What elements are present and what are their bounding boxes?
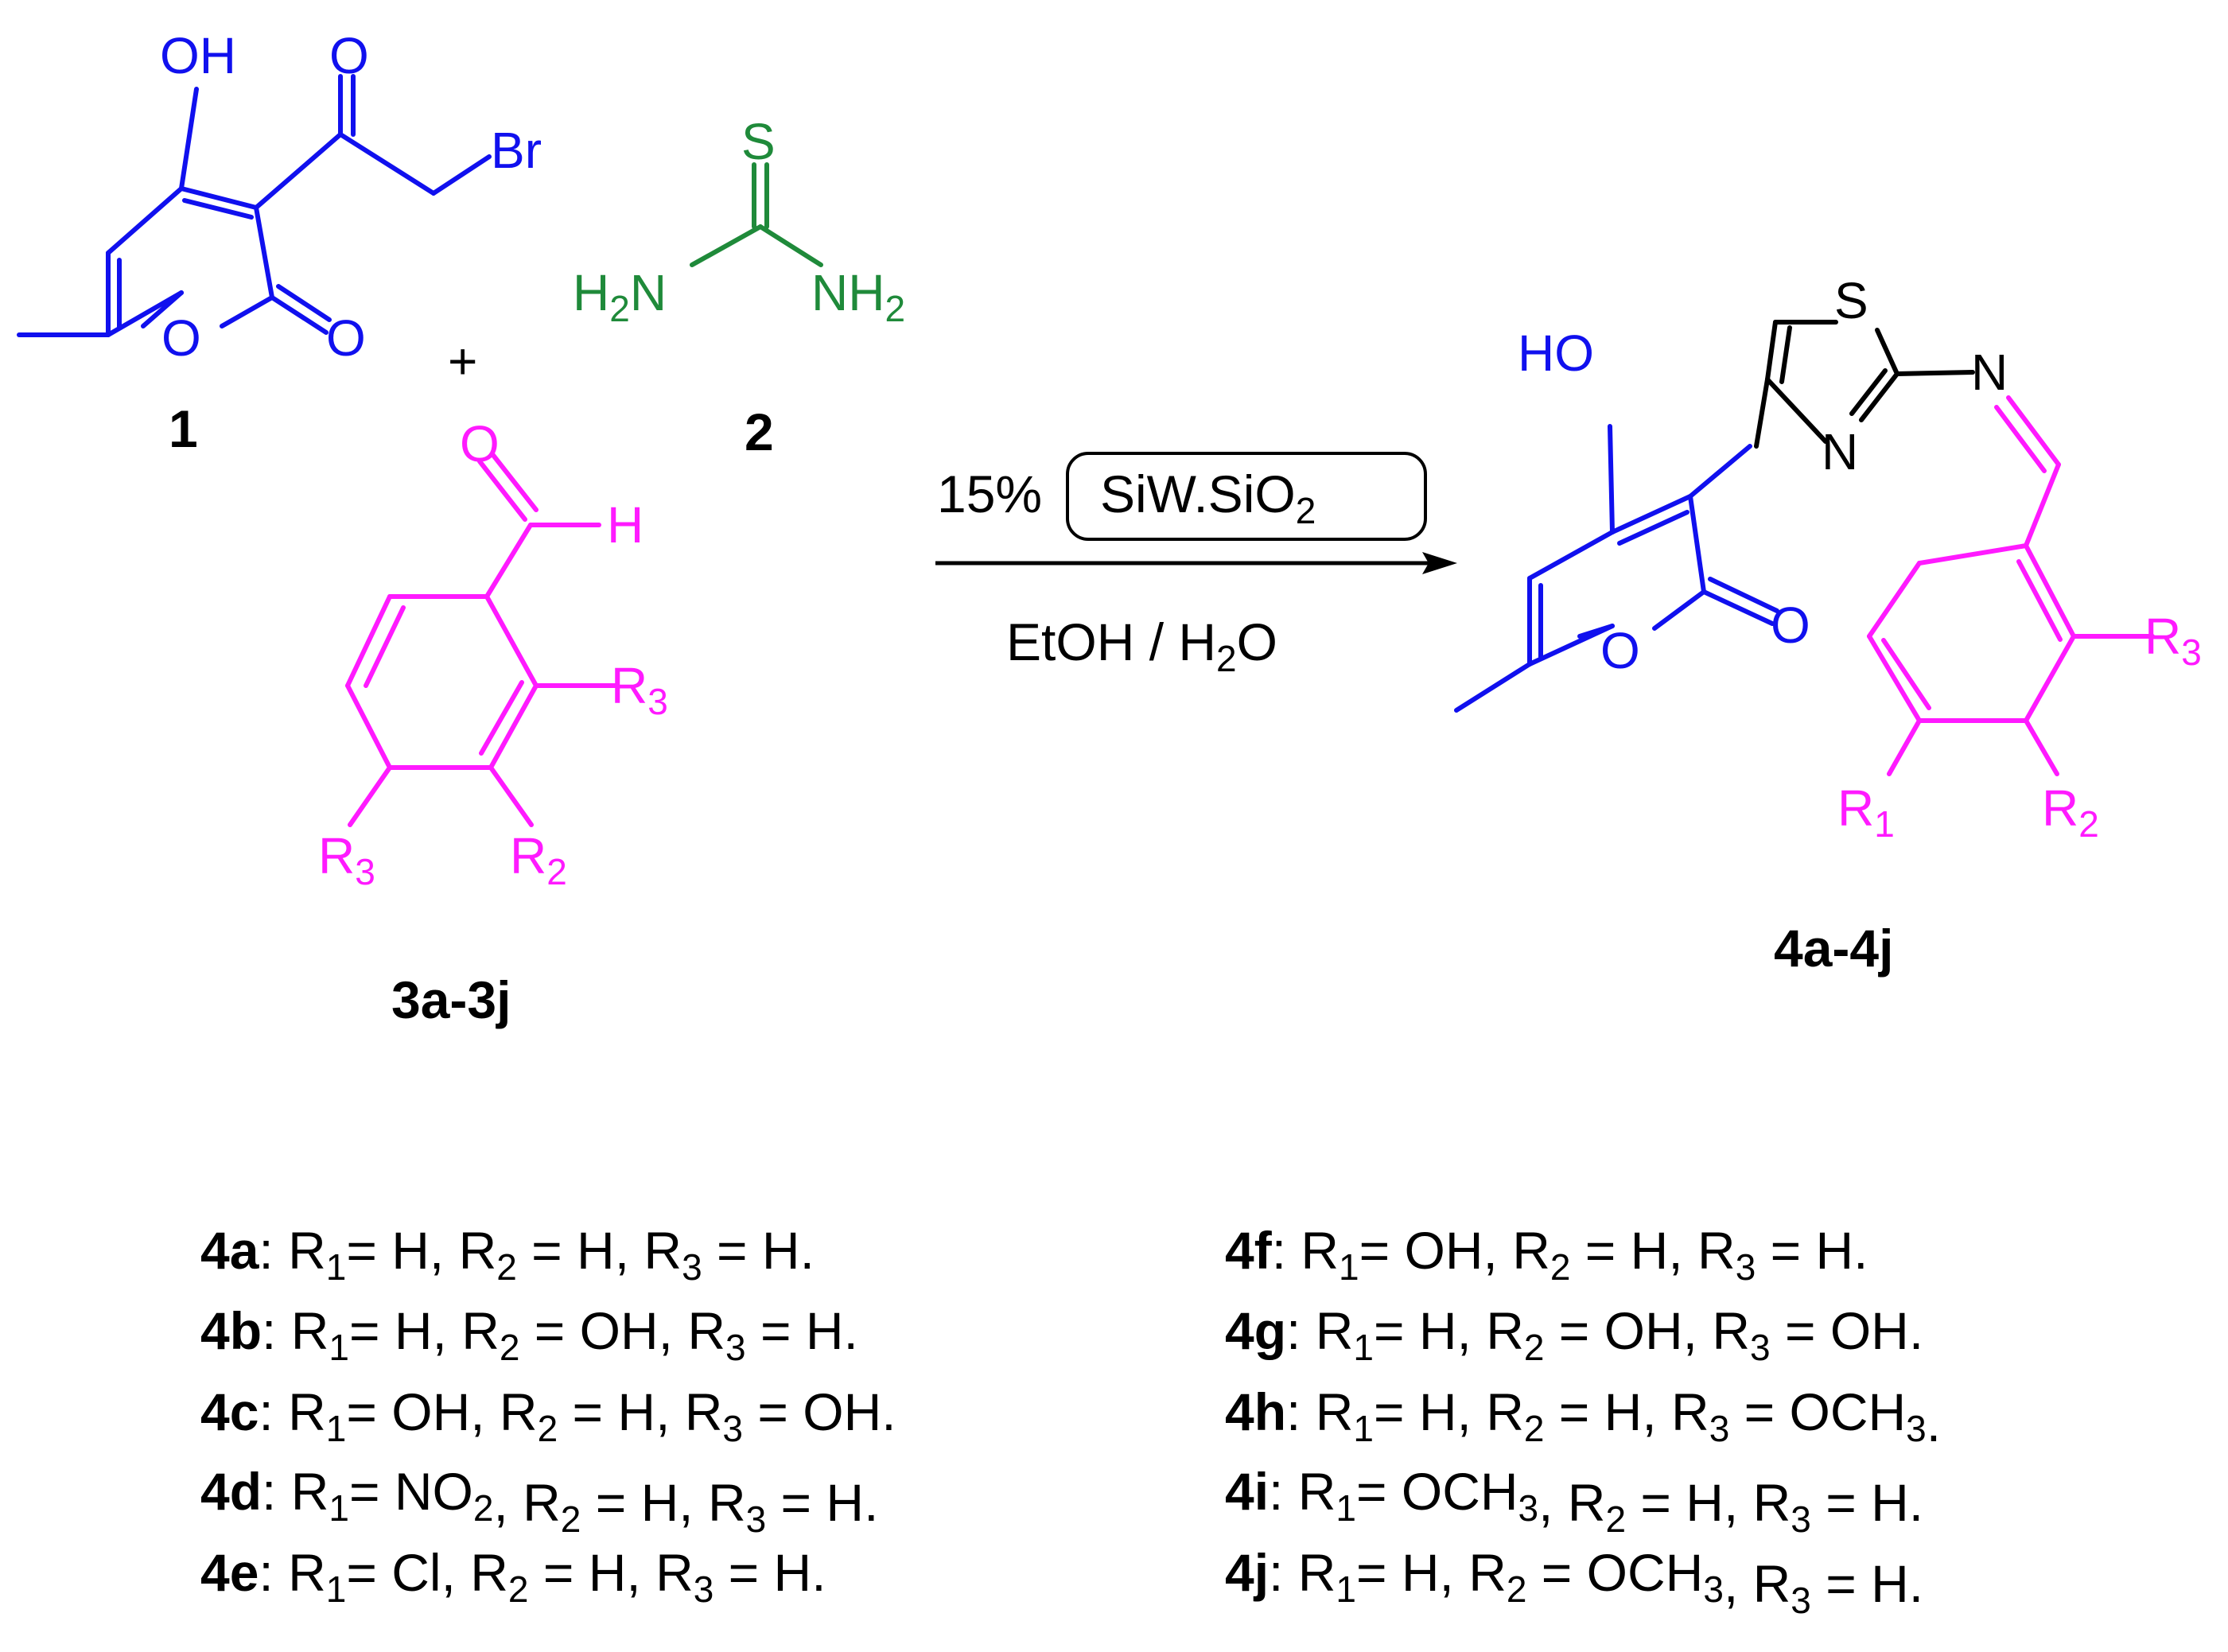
- legend-r2-value: = H: [1570, 1221, 1668, 1280]
- compound-2-label: 2: [745, 402, 774, 461]
- legend-row-4e: 4e: R1= Cl, R2 = H, R3 = H.: [200, 1543, 826, 1610]
- legend-compound-id: 4b: [200, 1301, 262, 1360]
- legend-row-4b: 4b: R1= H, R2 = OH, R3 = H.: [200, 1301, 858, 1368]
- product-label: 4a-4j: [1774, 919, 1893, 978]
- c2-h2n-label: H2N: [573, 264, 667, 329]
- p-r3-label: R3: [2144, 608, 2202, 673]
- legend-r1-value: = OCH: [1356, 1462, 1518, 1521]
- legend-row-4c: 4c: R1= OH, R2 = H, R3 = OH.: [200, 1382, 896, 1449]
- legend-r3-value: = OCH: [1729, 1382, 1906, 1441]
- legend-r3-value: = H: [714, 1543, 811, 1602]
- legend-compound-id: 4d: [200, 1462, 262, 1521]
- legend-compound-id: 4e: [200, 1543, 259, 1602]
- p-r2-label: R2: [2042, 779, 2099, 845]
- legend-row-4h: 4h: R1= H, R2 = H, R3 = OCH3.: [1225, 1382, 1941, 1452]
- c3-o-label: O: [460, 415, 500, 472]
- c1-oh-label: OH: [160, 27, 236, 84]
- reaction-conditions: 15% SiW.SiO2 EtOH / H2O: [935, 452, 1457, 679]
- solvent-label: EtOH / H2O: [1006, 612, 1277, 679]
- legend-compound-id: 4j: [1225, 1543, 1269, 1602]
- legend-r2-value: = H: [558, 1382, 655, 1441]
- legend-r2-value: = H: [517, 1221, 615, 1280]
- c2-s-label: S: [741, 113, 776, 170]
- p-exo-n-label: N: [1971, 344, 2008, 401]
- catalyst-box: [1066, 452, 1427, 541]
- c1-br-label: Br: [491, 122, 542, 179]
- legend-row-4j: 4j: R1= H, R2 = OCH3, R3 = H.: [1225, 1543, 1923, 1621]
- legend-compound-id: 4a: [200, 1221, 260, 1280]
- legend-row-4a: 4a: R1= H, R2 = H, R3 = H.: [200, 1221, 815, 1288]
- legend-r3-value: = H: [746, 1301, 844, 1360]
- legend-row-4g: 4g: R1= H, R2 = OH, R3 = OH.: [1225, 1301, 1923, 1368]
- legend-r3-value: = H: [1811, 1554, 1909, 1613]
- legend-compound-id: 4c: [200, 1382, 259, 1441]
- legend-compound-id: 4h: [1225, 1382, 1286, 1441]
- c1-lactone-o-label: O: [326, 309, 366, 367]
- compound-3-structure: O H R3 R3 R2: [318, 415, 668, 892]
- legend-r1-value: = H: [1374, 1382, 1457, 1441]
- legend-r2-value: = H: [1626, 1473, 1724, 1532]
- product-structure: HO O O S N N R3 R1 R2: [1454, 272, 2202, 845]
- p-thiazole-s-label: S: [1834, 272, 1868, 329]
- c3-r3-bottom-label: R3: [318, 827, 375, 892]
- compound-2-structure: S H2N NH2: [573, 113, 905, 329]
- p-ho-label: HO: [1518, 325, 1594, 382]
- compound-3-label: 3a-3j: [391, 970, 511, 1029]
- legend-row-4i: 4i: R1= OCH3, R2 = H, R3 = H.: [1225, 1462, 1923, 1540]
- legend-r1-value: = H: [1374, 1301, 1457, 1360]
- legend-r2-value: = H: [1544, 1382, 1642, 1441]
- legend-r1-value: = H: [349, 1301, 433, 1360]
- compound-1-structure: OH O Br O O: [17, 27, 542, 367]
- legend-r1-value: = H: [346, 1221, 430, 1280]
- legend-compound-id: 4i: [1225, 1462, 1269, 1521]
- c3-h-label: H: [607, 496, 644, 554]
- legend-compound-id: 4f: [1225, 1221, 1273, 1280]
- legend-r3-value: = H: [1756, 1221, 1853, 1280]
- legend-r1-value: = OH: [1359, 1221, 1483, 1280]
- legend-r1-value: = Cl: [346, 1543, 441, 1602]
- legend-r1-value: = H: [1356, 1543, 1440, 1602]
- legend-r3-value: = H: [766, 1473, 864, 1532]
- p-r1-label: R1: [1837, 779, 1895, 845]
- plus-sign: +: [448, 332, 477, 390]
- catalyst-loading: 15%: [937, 465, 1042, 523]
- legend-r2-value: = H: [529, 1543, 627, 1602]
- legend-r3-value: = OH: [1771, 1301, 1909, 1360]
- c1-ketone-o-label: O: [329, 27, 369, 84]
- legend-r3-value: = H: [702, 1221, 800, 1280]
- legend-compound-id: 4g: [1225, 1301, 1286, 1360]
- legend-row-4f: 4f: R1= OH, R2 = H, R3 = H.: [1225, 1221, 1868, 1288]
- c1-ring-o-label: O: [161, 309, 201, 367]
- legend-r2-value: = H: [581, 1473, 679, 1532]
- legend-row-4d: 4d: R1= NO2, R2 = H, R3 = H.: [200, 1462, 878, 1540]
- legend-r1-value: = OH: [346, 1382, 470, 1441]
- legend-r2-value: = OH: [519, 1301, 658, 1360]
- substituent-legend: 4a: R1= H, R2 = H, R3 = H. 4b: R1= H, R2 …: [200, 1221, 1941, 1621]
- c2-nh2-label: NH2: [811, 264, 905, 329]
- c3-r2-label: R2: [510, 827, 567, 892]
- catalyst-label: SiW.SiO2: [1100, 465, 1316, 531]
- compound-1-label: 1: [169, 399, 198, 458]
- c3-r3-top-label: R3: [611, 657, 668, 722]
- legend-r2-value: = OCH: [1526, 1543, 1703, 1602]
- p-ring-n-label: N: [1822, 423, 1858, 480]
- p-ring-o-label: O: [1600, 622, 1640, 679]
- legend-r1-value: = NO: [349, 1462, 473, 1521]
- legend-r2-value: = OH: [1544, 1301, 1682, 1360]
- legend-r3-value: = OH: [743, 1382, 881, 1441]
- reaction-arrow-head: [1422, 552, 1457, 574]
- p-lactone-o-label: O: [1771, 597, 1810, 654]
- legend-r3-value: = H: [1811, 1473, 1909, 1532]
